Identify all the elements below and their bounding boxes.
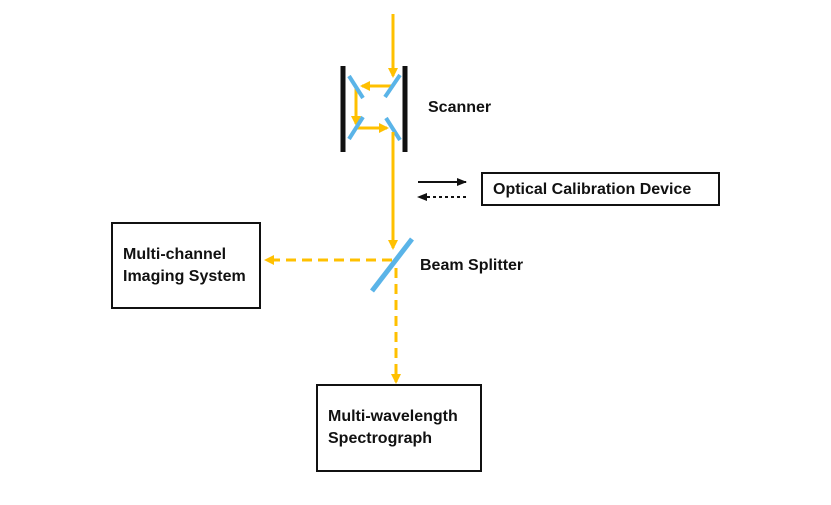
scanner-mirror-4 bbox=[384, 116, 402, 142]
spectrograph-label-line1: Multi-wavelength bbox=[328, 408, 458, 425]
scanner-label: Scanner bbox=[428, 99, 492, 116]
spectrograph-label-line2: Spectrograph bbox=[328, 430, 433, 447]
scanner-mirror-2 bbox=[347, 74, 365, 100]
beam-splitter-label: Beam Splitter bbox=[420, 257, 524, 274]
imaging-system-label-line1: Multi-channel bbox=[123, 246, 227, 263]
imaging-system-box: Multi-channel Imaging System bbox=[111, 222, 261, 309]
scanner-mirror-1 bbox=[383, 73, 402, 99]
beam-splitter-mirror bbox=[370, 237, 414, 293]
spectrograph-box: Multi-wavelength Spectrograph bbox=[316, 384, 482, 472]
imaging-system-label-line2: Imaging System bbox=[123, 268, 246, 285]
scanner-mirror-3 bbox=[347, 115, 365, 141]
optical-calibration-label: Optical Calibration Device bbox=[493, 181, 692, 198]
optical-calibration-box: Optical Calibration Device bbox=[481, 172, 720, 206]
